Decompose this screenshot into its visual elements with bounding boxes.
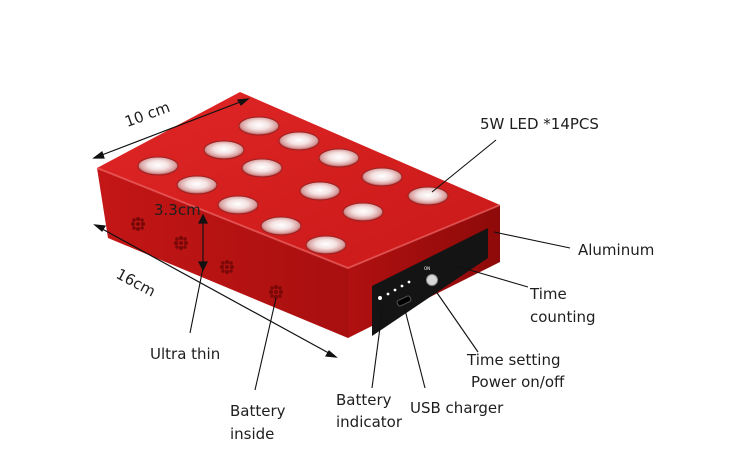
height-dimension-label: 3.3cm: [154, 201, 201, 219]
battery-inside-label-line2: inside: [230, 425, 275, 443]
led-lens-icon: [318, 148, 360, 168]
led-lens-icon: [305, 235, 347, 255]
led-lens-icon: [176, 175, 218, 195]
battery-inside-label-line1: Battery: [230, 402, 286, 420]
led-lens-icon: [361, 167, 403, 187]
battery-indicator-label-line2: indicator: [336, 413, 403, 431]
dimension-lines: [92, 98, 338, 358]
led-lens-icon: [299, 181, 341, 201]
led-lens-icon: [342, 202, 384, 222]
svg-text:ON: ON: [424, 266, 430, 271]
callout-leaders: [189, 139, 571, 391]
usb-charger-label: USB charger: [410, 399, 504, 417]
device-front-face: [97, 168, 348, 338]
battery-indicator-lights: [378, 280, 411, 300]
battery-indicator-label-line1: Battery: [336, 391, 392, 409]
time-counting-label-line1: Time: [530, 285, 567, 303]
power-button-icon[interactable]: [426, 274, 438, 286]
led-lens-icon: [238, 116, 280, 136]
usb-port-icon[interactable]: [396, 295, 412, 307]
time-counting-label-line2: counting: [530, 308, 596, 326]
material-label: Aluminum: [578, 241, 655, 259]
led-lens-icon: [278, 131, 320, 151]
ultra-thin-label: Ultra thin: [150, 345, 221, 363]
led-lens-icon: [407, 186, 449, 206]
led-lens-icon: [217, 195, 259, 215]
led-lens-icon: [137, 156, 179, 176]
led-lens-icon: [241, 158, 283, 178]
device-top-face: [97, 92, 500, 268]
led-array: [137, 116, 449, 255]
speaker-vent-icon: [131, 217, 283, 299]
led-lens-icon: [260, 216, 302, 236]
time-setting-label-line1: Time setting: [467, 351, 561, 369]
led-lens-icon: [203, 140, 245, 160]
time-setting-label-line2: Power on/off: [471, 373, 565, 391]
led-spec-label: 5W LED *14PCS: [480, 115, 599, 133]
